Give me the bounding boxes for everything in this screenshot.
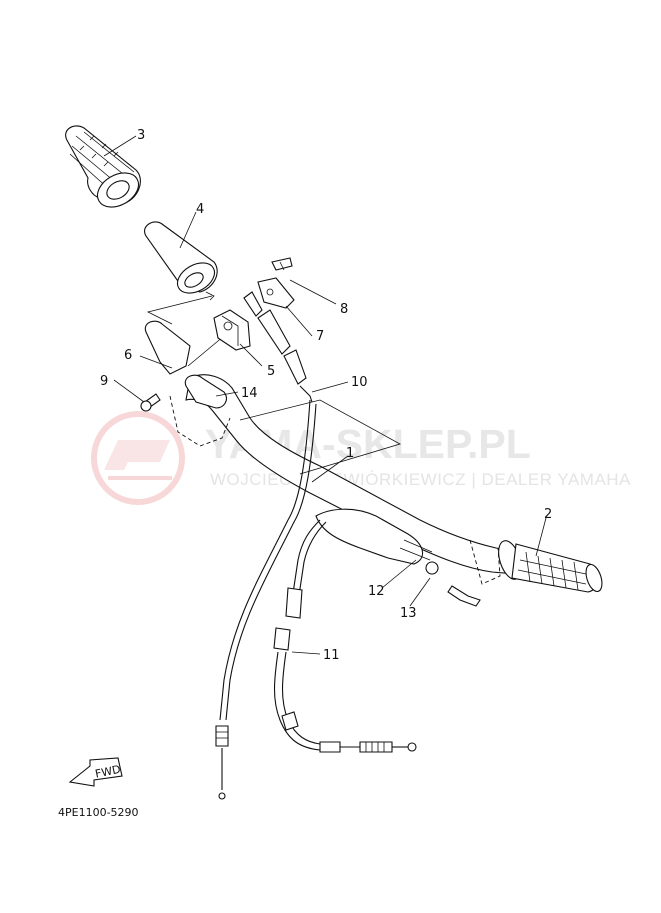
right-grip-part-2: [498, 540, 603, 593]
callout-12: 12: [368, 584, 385, 599]
screw-part-9: [140, 393, 161, 412]
lever-holder-part-7: [257, 277, 295, 309]
callout-13: 13: [400, 606, 417, 621]
lever-bracket-assembly: [315, 508, 481, 607]
fwd-label: FWD: [94, 763, 122, 781]
watermark-subtitle: WOJCIECH WIEWIÓRKIEWICZ | DEALER YAMAHA: [210, 470, 631, 489]
callout-9: 9: [100, 374, 108, 389]
callout-14: 14: [241, 386, 258, 401]
throttle-housing-part-5: [213, 309, 251, 351]
leader-lines: [103, 135, 547, 655]
callout-10: 10: [351, 375, 368, 390]
throttle-housing-part-6: [144, 320, 191, 375]
cable-adjuster-part-10: [243, 291, 313, 403]
part-code: 4PE1100-5290: [58, 806, 139, 819]
callout-5: 5: [267, 364, 275, 379]
dealer-logo-icon: [91, 411, 185, 505]
nut-part-13: [425, 561, 439, 575]
fwd-arrow-icon: FWD: [68, 757, 123, 787]
callout-labels: 1 2 3 4 5 6 7 8 9 10 11 12 13 14: [100, 128, 552, 663]
callout-4: 4: [196, 202, 204, 217]
left-grip-part-3: [65, 125, 141, 208]
clutch-cable-part-11: [273, 519, 417, 753]
callout-6: 6: [124, 348, 132, 363]
grip-sleeve-part-14: [184, 374, 227, 409]
callout-1: 1: [346, 446, 354, 461]
throttle-cable: [215, 399, 317, 800]
throttle-grip-part-4: [144, 221, 218, 301]
callout-8: 8: [340, 302, 348, 317]
callout-7: 7: [316, 329, 324, 344]
assembly-guide-lines: [146, 295, 225, 367]
callout-3: 3: [137, 128, 145, 143]
bolt-part-8: [271, 257, 293, 271]
callout-11: 11: [323, 648, 340, 663]
callout-2: 2: [544, 507, 552, 522]
